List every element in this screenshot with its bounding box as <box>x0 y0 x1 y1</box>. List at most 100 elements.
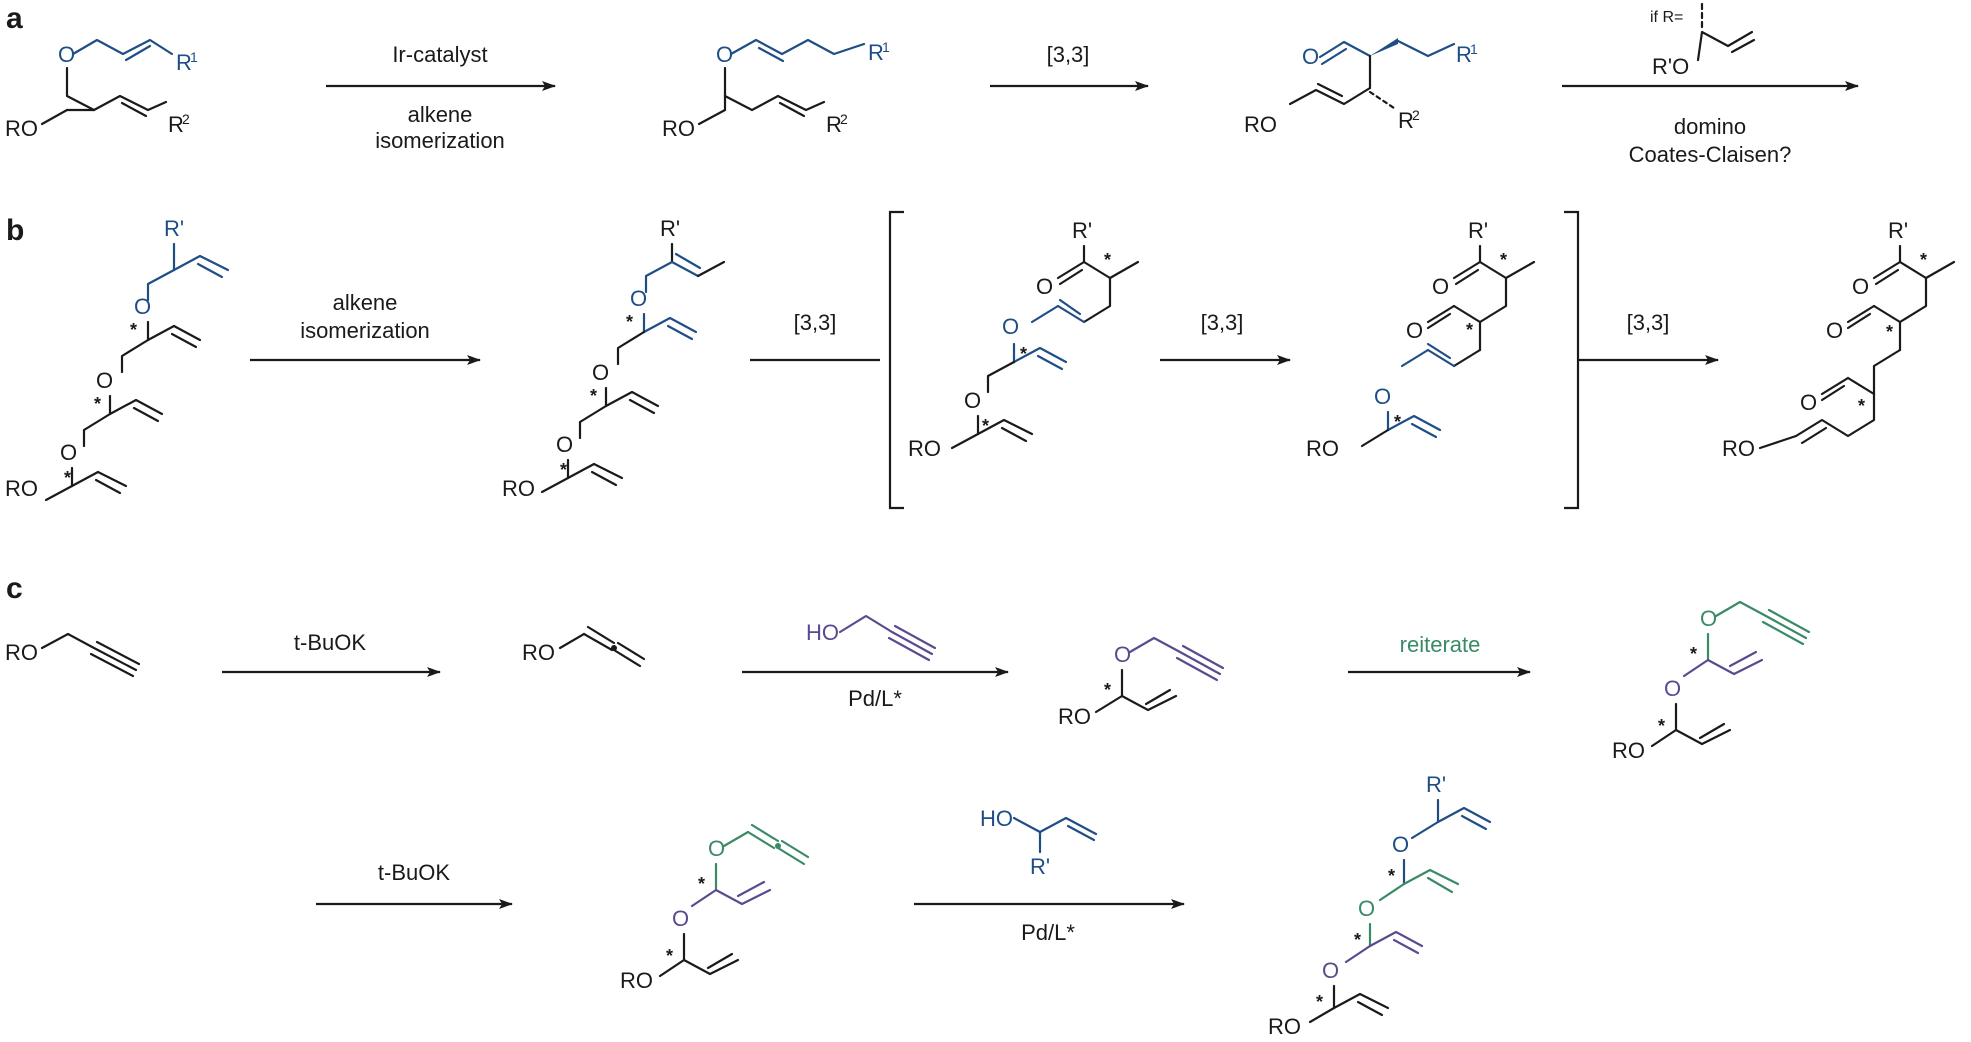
atom-ro: RO <box>1268 1014 1301 1039</box>
stereo-star: * <box>1316 992 1323 1012</box>
atom-o: O <box>134 294 151 319</box>
stereo-star: * <box>1104 680 1111 700</box>
atom-o: O <box>708 836 725 861</box>
atom-o: O <box>1392 832 1409 857</box>
panel-c-product-2: O * O * RO <box>1612 600 1811 763</box>
bracket-left <box>888 210 904 510</box>
arrow-a1-label-bottom-2: isomerization <box>375 128 505 153</box>
stereo-star: * <box>982 416 989 436</box>
stereo-star: * <box>1388 866 1395 886</box>
arrow-c5-label-bottom: Pd/L* <box>1021 920 1075 945</box>
atom-o: O <box>964 388 981 413</box>
panel-b-intermediate-1: R' O * O * O * RO <box>908 218 1140 461</box>
atom-o: O <box>1432 274 1449 299</box>
stereo-star: * <box>1658 716 1665 736</box>
arrow-b1-label-1: alkene <box>333 290 398 315</box>
stereo-star: * <box>1920 250 1927 270</box>
atom-r2-sup: 2 <box>182 111 190 127</box>
panel-b-final-product: R' O * * O * O RO <box>1722 218 1956 461</box>
atom-o: O <box>1302 44 1319 69</box>
atom-ro: RO <box>908 436 941 461</box>
stereo-star: * <box>1354 930 1361 950</box>
panel-a-substrate: O R 1 RO R 2 <box>5 38 198 141</box>
panel-c-product-1: O * RO <box>1058 636 1225 729</box>
atom-o: O <box>1114 642 1131 667</box>
stereo-star: * <box>1886 322 1893 342</box>
stereo-star: * <box>1466 320 1473 340</box>
atom-ro: RO <box>5 640 38 665</box>
atom-o: O <box>1800 390 1817 415</box>
stereo-star: * <box>560 460 567 480</box>
stereo-star: * <box>1500 250 1507 270</box>
atom-r2: R <box>1398 108 1414 133</box>
panel-c-allene-2: O * O * RO <box>620 823 810 993</box>
atom-r1-sup: 1 <box>1470 41 1478 57</box>
atom-ro: RO <box>662 116 695 141</box>
arrow-c5-reagent-r: R' <box>1030 854 1050 879</box>
arrow-b3-label: [3,3] <box>1201 310 1244 335</box>
arrow-a3-label-if: if R= <box>1650 9 1683 26</box>
arrow-c1-label: t-BuOK <box>294 630 366 655</box>
panel-b-isomerized: R' O * O * O * RO <box>502 216 726 501</box>
arrow-c2-reagent-ho: HO <box>806 620 839 645</box>
panel-c-final-product: R' O * O * O * RO <box>1268 772 1492 1039</box>
atom-o: O <box>592 360 609 385</box>
atom-o: O <box>1700 606 1717 631</box>
atom-r1: R <box>868 40 884 65</box>
stereo-star: * <box>626 312 633 332</box>
stereo-star: * <box>1690 644 1697 664</box>
atom-o: O <box>1374 384 1391 409</box>
arrow-a2-label: [3,3] <box>1047 42 1090 67</box>
arrow-a1-label-bottom-1: alkene <box>408 102 473 127</box>
atom-ro: RO <box>5 476 38 501</box>
atom-ro: RO <box>1612 738 1645 763</box>
atom-r1: R <box>176 50 192 75</box>
atom-o: O <box>1826 318 1843 343</box>
arrow-b1-label-2: isomerization <box>300 318 430 343</box>
atom-o: O <box>58 42 75 67</box>
arrow-a3-label-bottom-1: domino <box>1674 114 1746 139</box>
atom-o: O <box>556 432 573 457</box>
panel-a-claisen-product: O R 1 R 2 RO <box>1244 38 1478 137</box>
atom-o: O <box>1358 896 1375 921</box>
atom-o: O <box>1002 314 1019 339</box>
arrow-c3-label: reiterate <box>1400 632 1481 657</box>
atom-ro: RO <box>5 116 38 141</box>
atom-r1-sup: 1 <box>190 49 198 65</box>
stereo-star: * <box>1858 396 1865 416</box>
atom-o: O <box>60 440 77 465</box>
atom-rp: R' <box>1468 218 1488 243</box>
panel-label-c: c <box>6 572 23 605</box>
arrow-c2-label-bottom: Pd/L* <box>848 686 902 711</box>
atom-ro: RO <box>1058 704 1091 729</box>
panel-c-propargyl: RO <box>5 632 141 678</box>
atom-ro: RO <box>620 968 653 993</box>
atom-ro: RO <box>522 640 555 665</box>
atom-rp: R' <box>1888 218 1908 243</box>
panel-b-substrate: R' O * O * O * RO <box>5 216 230 502</box>
atom-r2: R <box>168 112 184 137</box>
stereo-star: * <box>1394 412 1401 432</box>
atom-ro: RO <box>502 476 535 501</box>
atom-o: O <box>1406 318 1423 343</box>
panel-label-a: a <box>6 2 23 35</box>
arrow-c5-reagent-ho: HO <box>980 806 1013 831</box>
arrow-a3-label-group: R'O <box>1652 54 1689 79</box>
atom-o: O <box>672 906 689 931</box>
atom-o: O <box>1664 676 1681 701</box>
atom-rp: R' <box>1072 218 1092 243</box>
atom-r2-sup: 2 <box>1412 107 1420 123</box>
atom-r1: R <box>1456 42 1472 67</box>
atom-rp: R' <box>1426 772 1446 797</box>
stereo-star: * <box>130 320 137 340</box>
bracket-right <box>1564 210 1580 510</box>
atom-o: O <box>716 42 733 67</box>
panel-label-b: b <box>6 214 24 247</box>
panel-a-isomerized: O R 1 RO R 2 <box>662 38 890 141</box>
atom-o: O <box>96 368 113 393</box>
stereo-star: * <box>64 468 71 488</box>
atom-rp: R' <box>164 216 184 241</box>
atom-r2-sup: 2 <box>840 111 848 127</box>
